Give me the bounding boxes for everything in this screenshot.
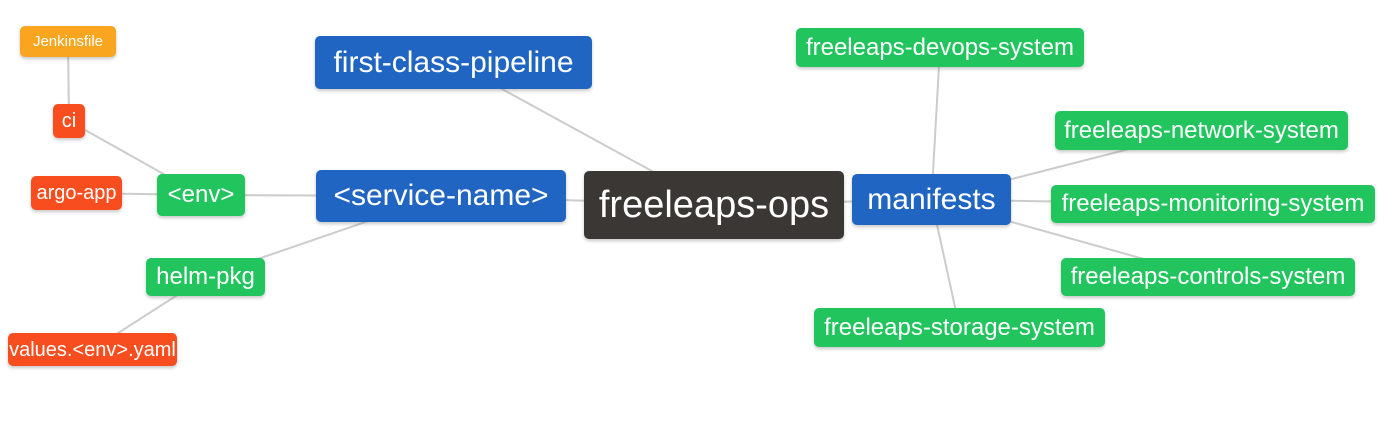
node-freeleaps-ops[interactable]: freeleaps-ops: [584, 171, 844, 239]
node-ci[interactable]: ci: [53, 104, 85, 138]
node-manifests[interactable]: manifests: [852, 174, 1011, 225]
node-controls-system[interactable]: freeleaps-controls-system: [1061, 258, 1355, 296]
node-monitoring-system[interactable]: freeleaps-monitoring-system: [1051, 185, 1375, 223]
node-storage-system[interactable]: freeleaps-storage-system: [814, 308, 1105, 347]
node-env[interactable]: <env>: [157, 174, 245, 216]
node-argo-app[interactable]: argo-app: [31, 176, 122, 210]
node-first-class-pipeline[interactable]: first-class-pipeline: [315, 36, 592, 89]
node-jenkinsfile[interactable]: Jenkinsfile: [20, 26, 116, 57]
node-service-name[interactable]: <service-name>: [316, 170, 566, 222]
node-devops-system[interactable]: freeleaps-devops-system: [796, 28, 1084, 67]
node-values-env-yaml[interactable]: values.<env>.yaml: [8, 333, 177, 366]
node-helm-pkg[interactable]: helm-pkg: [146, 258, 265, 296]
node-network-system[interactable]: freeleaps-network-system: [1055, 111, 1348, 150]
